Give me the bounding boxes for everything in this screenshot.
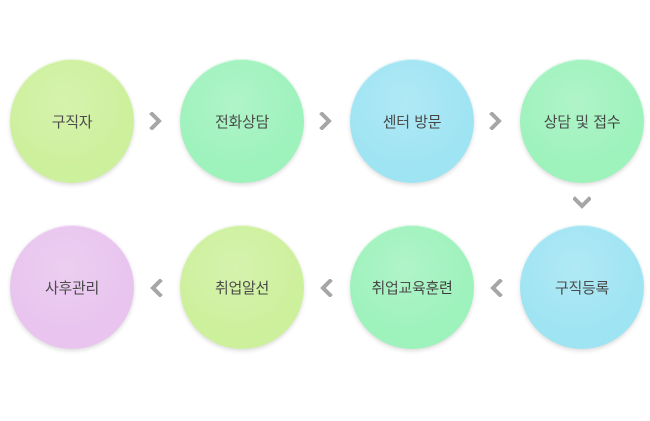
step-label: 상담 및 접수 (543, 112, 621, 131)
step-label: 구직등록 (554, 278, 609, 297)
chevron-right-icon (487, 112, 505, 130)
step-employment-training: 취업교육훈련 (350, 225, 474, 349)
step-job-placement: 취업알선 (180, 225, 304, 349)
chevron-down-icon (573, 194, 591, 212)
chevron-left-icon (317, 279, 335, 297)
step-label: 전화상담 (214, 112, 269, 131)
chevron-right-icon (317, 112, 335, 130)
step-center-visit: 센터 방문 (350, 59, 474, 183)
chevron-left-icon (147, 279, 165, 297)
step-consult-and-intake: 상담 및 접수 (520, 59, 644, 183)
step-label: 구직자 (51, 112, 93, 131)
step-label: 취업교육훈련 (371, 278, 453, 297)
step-label: 센터 방문 (382, 112, 442, 131)
chevron-left-icon (487, 279, 505, 297)
chevron-right-icon (147, 112, 165, 130)
step-phone-consultation: 전화상담 (180, 59, 304, 183)
step-job-registration: 구직등록 (520, 225, 644, 349)
step-label: 사후관리 (44, 278, 99, 297)
step-label: 취업알선 (214, 278, 269, 297)
step-follow-up-management: 사후관리 (10, 225, 134, 349)
step-job-seeker: 구직자 (10, 59, 134, 183)
